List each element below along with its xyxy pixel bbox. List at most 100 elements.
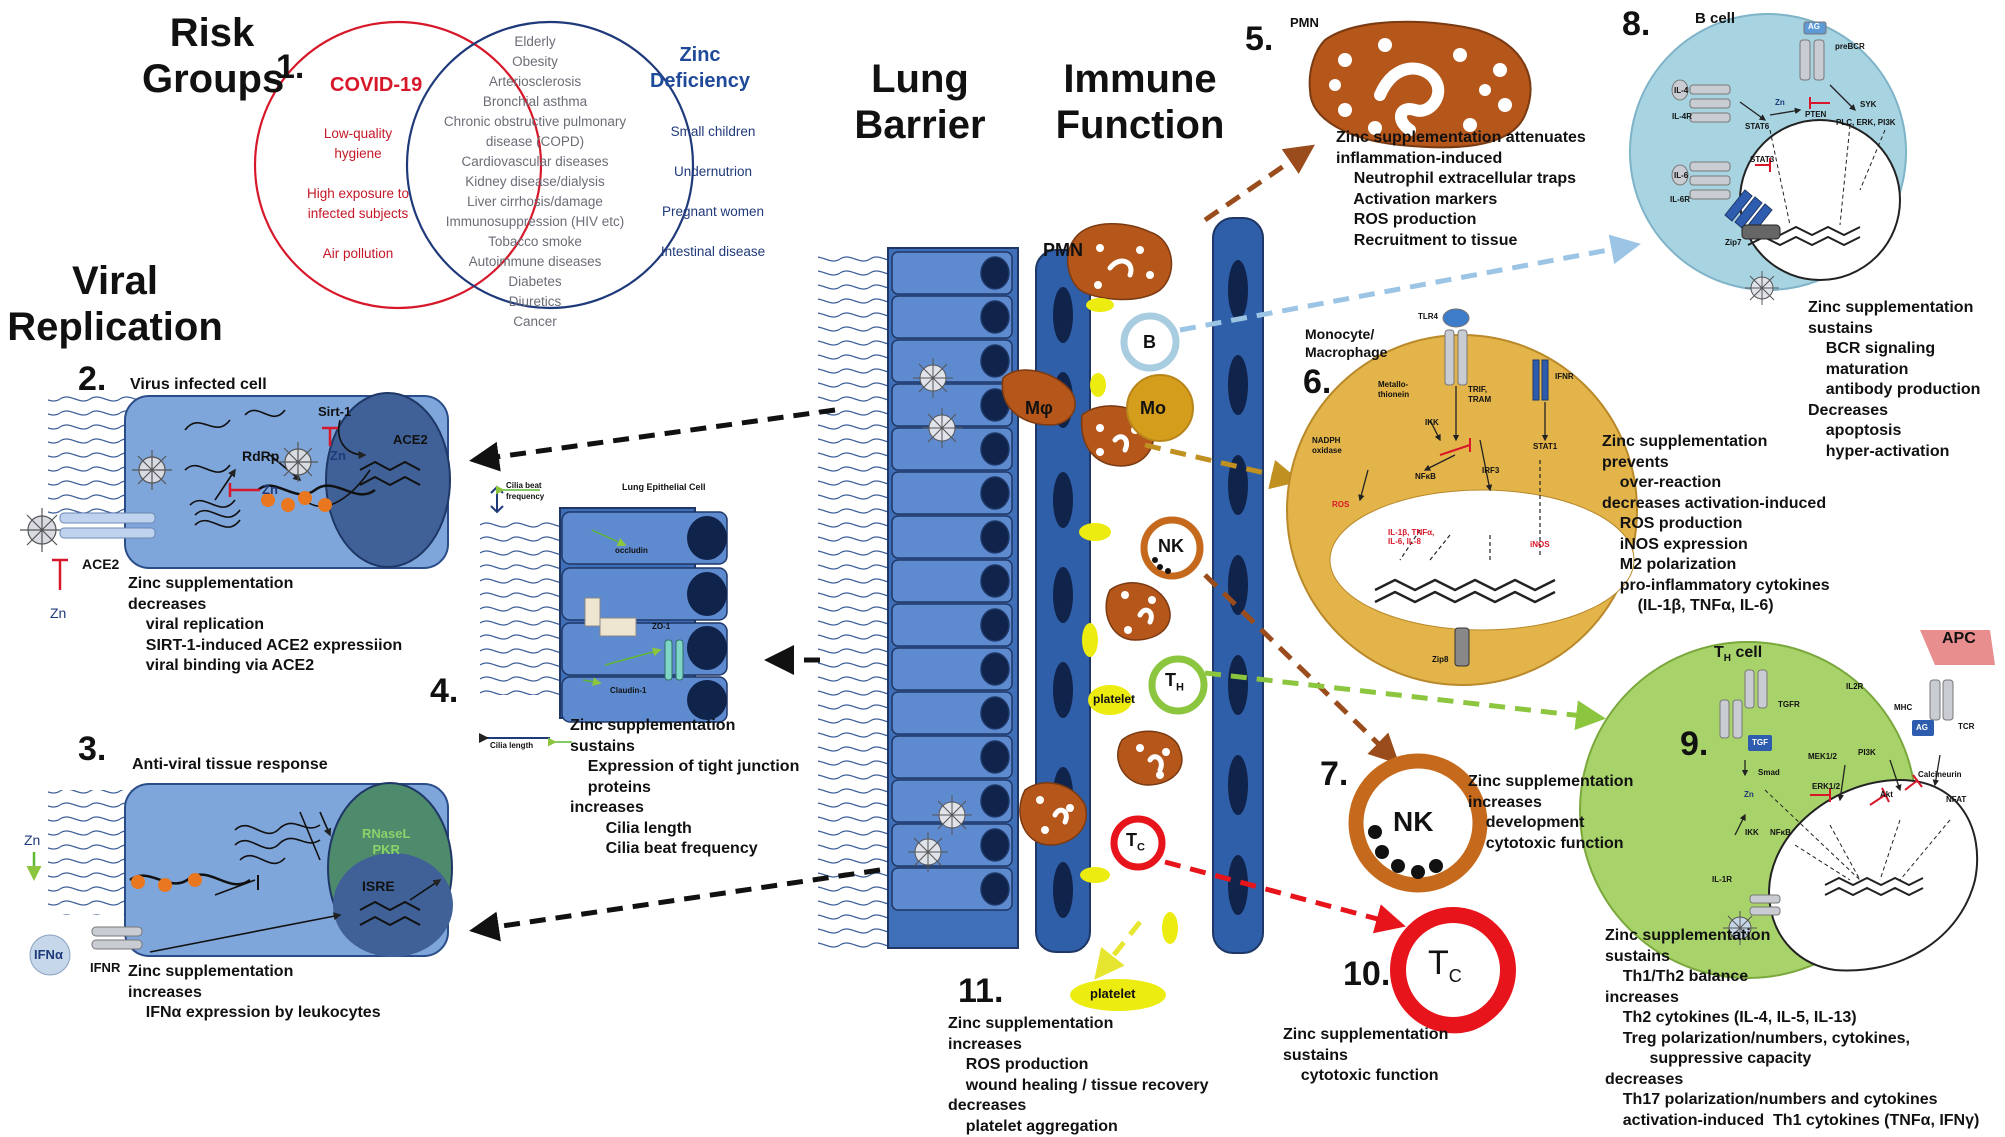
panel-10-text: Zinc supplementation sustains cytotoxic … — [1283, 1026, 1449, 1084]
panel-9-number: 9. — [1680, 725, 1709, 763]
ifna-circle — [29, 934, 71, 976]
epithelial-cell — [891, 295, 1013, 339]
tc-center-label: TC — [1126, 830, 1145, 854]
shared-risk-list: Elderly Obesity Arteriosclerosis Bronchi… — [443, 34, 627, 329]
virus-infected-cell-title: Virus infected cell — [130, 376, 267, 393]
il4-ligand-label: IL-4 — [1674, 86, 1689, 95]
panel-5-text: Zinc supplementation attenuates inflamma… — [1336, 129, 1586, 249]
platelet-center-label: platelet — [1093, 692, 1136, 706]
il4r-label: IL-4R — [1672, 112, 1692, 121]
zo1-label: ZO-1 — [652, 622, 671, 631]
macrophage-label: Mφ — [1025, 398, 1053, 418]
epithelial-cell — [891, 251, 1013, 295]
epithelial-cell — [891, 559, 1013, 603]
epithelial-nucleus — [980, 608, 1010, 642]
th-ikk-label: IKK — [1745, 828, 1759, 837]
epithelial-cell — [891, 735, 1013, 779]
macrophage-cell — [1001, 369, 1076, 426]
panel-2-text: Zinc supplementation decreases viral rep… — [128, 575, 403, 674]
cilia-frequency-label: Cilia beat frequency — [506, 481, 545, 501]
immune-cells — [1001, 223, 1208, 1011]
viral-replication-title: Viral Replication — [7, 259, 223, 349]
ifnr-receptor — [91, 926, 143, 950]
zn-label-ifn: Zn — [24, 832, 41, 848]
mek-label: MEK1/2 — [1808, 752, 1837, 761]
epithelial-nucleus — [980, 476, 1010, 510]
zinc-risk-list: Small children Undernutrion Pregnant wom… — [660, 124, 766, 259]
epithelial-nucleus — [980, 520, 1010, 554]
panel-8-number: 8. — [1622, 5, 1651, 43]
plc-label: PLC, ERK, PI3K — [1836, 118, 1896, 127]
ifnr-label: IFNR — [90, 960, 121, 975]
zinc-deficiency-title: Zinc Deficiency — [649, 44, 751, 92]
panel-2-number: 2. — [78, 360, 107, 398]
stat6-label: STAT6 — [1745, 122, 1770, 131]
platelets — [1070, 298, 1178, 1011]
il2r-label: IL2R — [1846, 682, 1864, 691]
epithelial-nucleus — [980, 432, 1010, 466]
zn-label-rdrp: Zn — [262, 482, 278, 497]
mhc-label: MHC — [1894, 703, 1913, 712]
nfat-label: NFAT — [1946, 795, 1967, 804]
tc-detail — [1390, 907, 1516, 1034]
zip8-label: Zip8 — [1432, 655, 1449, 664]
bcell-zn-label: Zn — [1775, 98, 1785, 107]
macrophage-detail — [1286, 308, 1638, 686]
stat3-label: STAT3 — [1750, 155, 1775, 164]
macrophage-panel-title: Monocyte/ Macrophage — [1305, 326, 1388, 360]
nadph-label: NADPH oxidase — [1312, 436, 1342, 455]
epithelial-cell — [891, 867, 1013, 911]
ace2-receptor — [59, 512, 156, 539]
isre-label: ISRE — [362, 878, 395, 894]
covid-risk-list: Low-quality hygiene High exposure to inf… — [306, 126, 410, 261]
ikk-label: IKK — [1425, 418, 1439, 427]
lung-barrier-tissue — [818, 217, 1264, 954]
ifnr-macrophage-label: IFNR — [1555, 372, 1574, 381]
rnasel-pkr-label: RNaseL PKR — [362, 826, 411, 857]
th-ag-label: AG — [1916, 723, 1928, 732]
nfkb-label: NFκB — [1415, 472, 1436, 481]
zip8-channel — [1454, 627, 1470, 667]
panel-10-number: 10. — [1343, 955, 1391, 993]
covid-title: COVID-19 — [330, 74, 423, 96]
blood-vessel-left — [1035, 249, 1091, 953]
apc-label: APC — [1942, 630, 1976, 647]
cytokine-genes-label: IL-1β, TNFα, IL-6, IL-8 — [1388, 528, 1435, 546]
epithelial-nucleus — [980, 784, 1010, 818]
panel-11-number: 11. — [958, 972, 1004, 1010]
cilia-length-label: Cilia length — [490, 741, 534, 750]
panel-6-text: Zinc supplementation prevents over-react… — [1602, 433, 1830, 614]
pmn-panel-label: PMN — [1290, 15, 1319, 30]
tc-cell — [1110, 815, 1166, 871]
panel-5-number: 5. — [1245, 20, 1274, 58]
panel-7-number: 7. — [1320, 755, 1349, 793]
panel-11-text: Zinc supplementation increases ROS produ… — [948, 1015, 1209, 1135]
epithelial-nucleus — [980, 300, 1010, 334]
platelet-large — [1070, 979, 1166, 1011]
lung-barrier-title: Lung Barrier — [854, 57, 986, 147]
apc-shape — [1920, 630, 1995, 665]
tlr4-receptor — [1442, 308, 1470, 386]
zn-label-sirt: Zn — [330, 448, 346, 463]
claudin-label: Claudin-1 — [610, 686, 647, 695]
blood-vessel-right — [1212, 217, 1264, 954]
tlr4-label: TLR4 — [1418, 312, 1438, 321]
nk-center-label: NK — [1158, 536, 1184, 556]
syk-label: SYK — [1860, 100, 1877, 109]
panel-9-text: Zinc supplementation sustains Th1/Th2 ba… — [1605, 927, 1980, 1129]
connector-arrows — [469, 144, 1641, 980]
epithelial-nucleus — [980, 344, 1010, 378]
pmn-detail — [1308, 20, 1532, 149]
tcr-label: TCR — [1958, 722, 1975, 731]
risk-groups-title: Risk Groups — [142, 11, 285, 101]
panel-8-text: Zinc supplementation sustains BCR signal… — [1808, 299, 1981, 460]
nk-panel-label: NK — [1393, 806, 1434, 837]
nk-detail — [1348, 753, 1488, 893]
zinc-circle — [405, 20, 695, 310]
tc-panel-label: TC — [1428, 944, 1462, 986]
panel-4-number: 4. — [430, 672, 459, 710]
inos-label: iNOS — [1530, 540, 1550, 549]
ifnr-receptor-6 — [1532, 359, 1549, 401]
th-cell — [1148, 655, 1208, 715]
